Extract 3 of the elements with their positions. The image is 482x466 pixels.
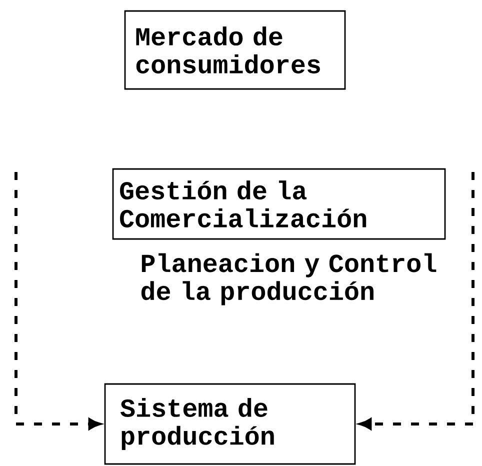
text-box: Gestión de la Comercialización bbox=[112, 168, 446, 240]
text-box: Sistema de producción bbox=[104, 383, 356, 465]
text-box: Mercado de consumidores bbox=[124, 10, 346, 90]
